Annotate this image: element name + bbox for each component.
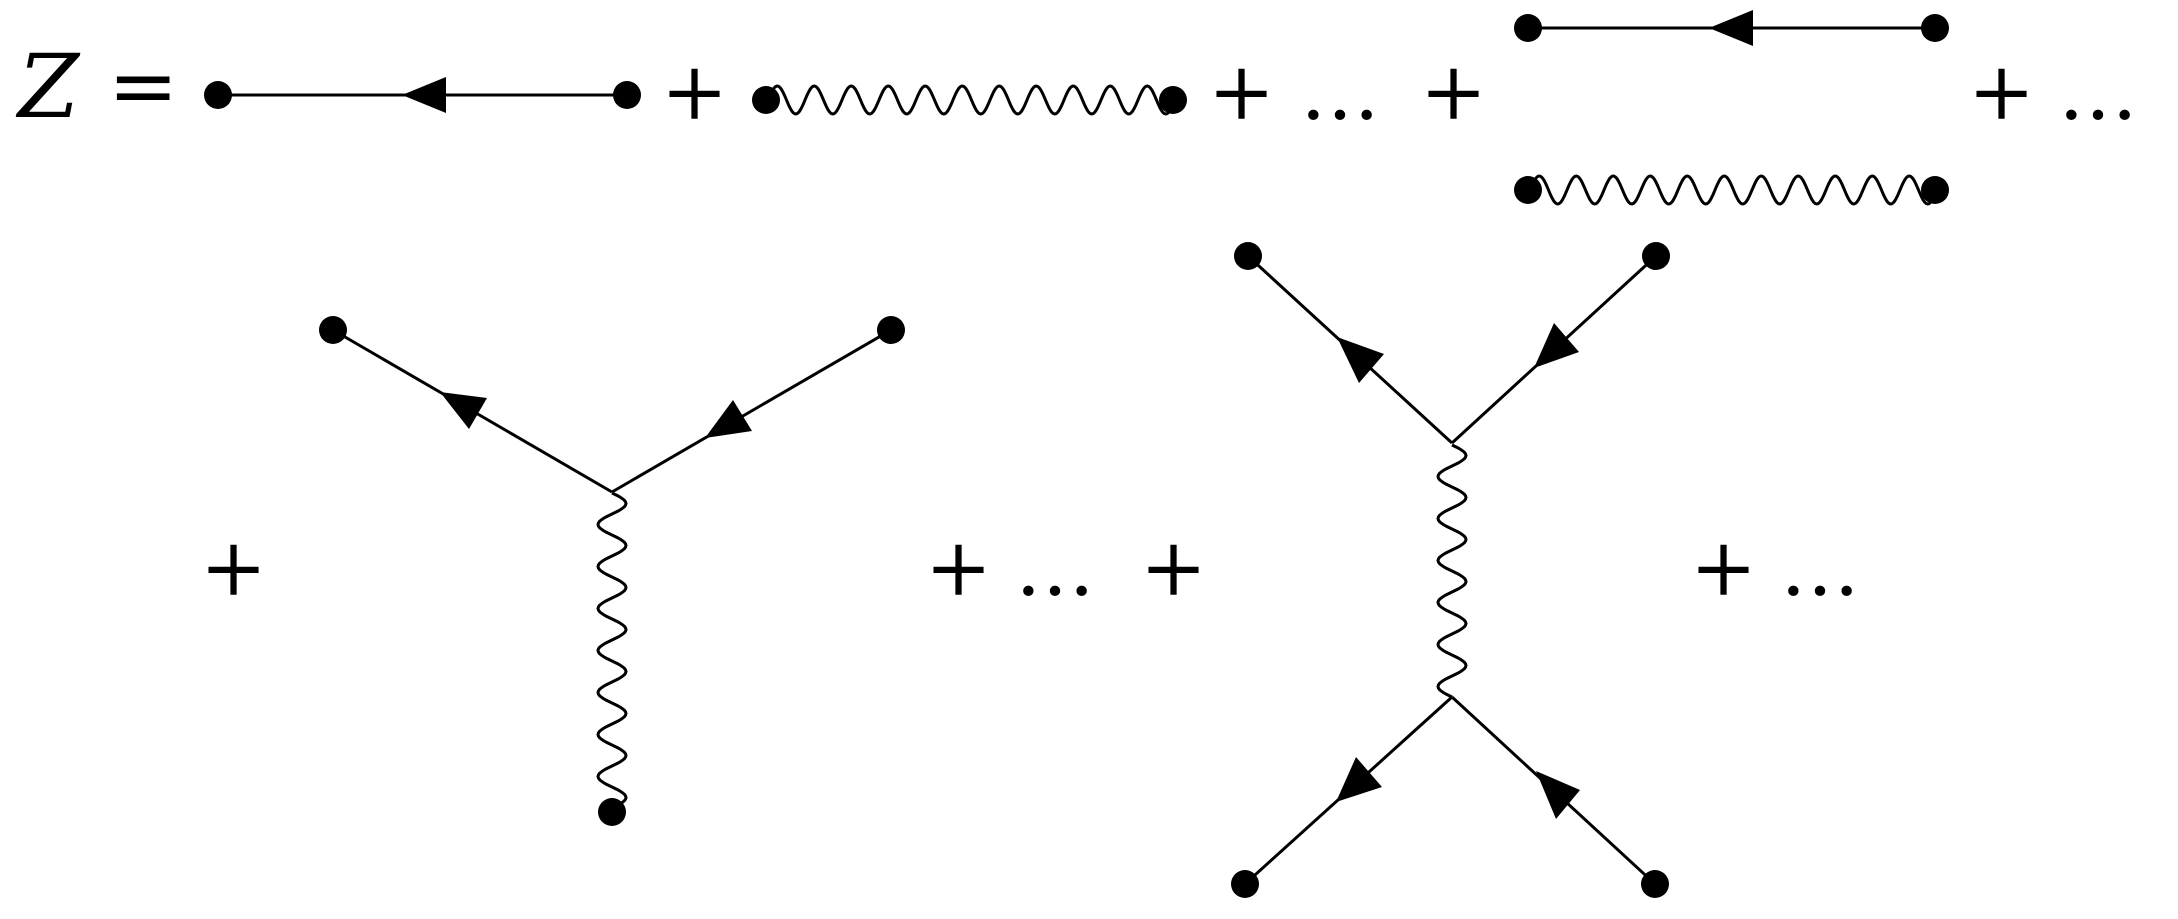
- vertex-dot: [1159, 86, 1187, 114]
- z-symbol: Z: [15, 35, 81, 138]
- vertex-dot: [1641, 870, 1669, 898]
- vertex-dot: [1514, 14, 1542, 42]
- disconnected-fermion-photon: [1514, 10, 1949, 206]
- ellipsis: …: [1780, 521, 1860, 614]
- fermion-line: [611, 328, 892, 494]
- plus-sign: +: [661, 45, 728, 138]
- vertex-dot: [877, 316, 905, 344]
- fermion-arrow: [1534, 323, 1579, 368]
- fermion-arrow: [402, 77, 446, 113]
- vertex-dot: [204, 81, 232, 109]
- plus-sign: +: [1968, 45, 2035, 138]
- photon-propagator: [752, 84, 1187, 116]
- photon-wavy-line: [766, 84, 1174, 116]
- fermion-arrow: [705, 400, 752, 438]
- ellipsis: …: [2058, 45, 2138, 138]
- vertex-dot: [613, 81, 641, 109]
- cubic-vertex: [319, 316, 905, 826]
- plus-sign: +: [1208, 45, 1275, 138]
- fermion-arrow: [1336, 757, 1382, 802]
- plus-sign: +: [1690, 521, 1757, 614]
- four-fermion-exchange: [1231, 242, 1670, 898]
- plus-sign: +: [925, 521, 992, 614]
- vertex-dot: [752, 86, 780, 114]
- photon-wavy-line: [1436, 443, 1468, 699]
- fermion-arrow: [440, 392, 487, 429]
- vertex-dot: [1921, 176, 1949, 204]
- vertex-dot: [598, 798, 626, 826]
- photon-wavy-line: [1528, 174, 1936, 206]
- plus-sign: +: [1140, 521, 1207, 614]
- fermion-arrow: [1709, 10, 1753, 46]
- vertex-dot: [1514, 176, 1542, 204]
- fermion-arrow: [1536, 771, 1580, 819]
- plus-sign: +: [200, 521, 267, 614]
- vertex-dot: [319, 316, 347, 344]
- vertex-dot: [1642, 242, 1670, 270]
- vertex-dot: [1921, 14, 1949, 42]
- photon-wavy-line: [596, 491, 628, 810]
- plus-sign: +: [1420, 45, 1487, 138]
- ellipsis: …: [1300, 45, 1380, 138]
- fermion-propagator: [204, 77, 641, 113]
- equals-sign: =: [108, 37, 178, 135]
- vertex-dot: [1231, 870, 1259, 898]
- vertex-dot: [1234, 242, 1262, 270]
- fermion-arrow: [1337, 337, 1384, 383]
- ellipsis: …: [1015, 521, 1095, 614]
